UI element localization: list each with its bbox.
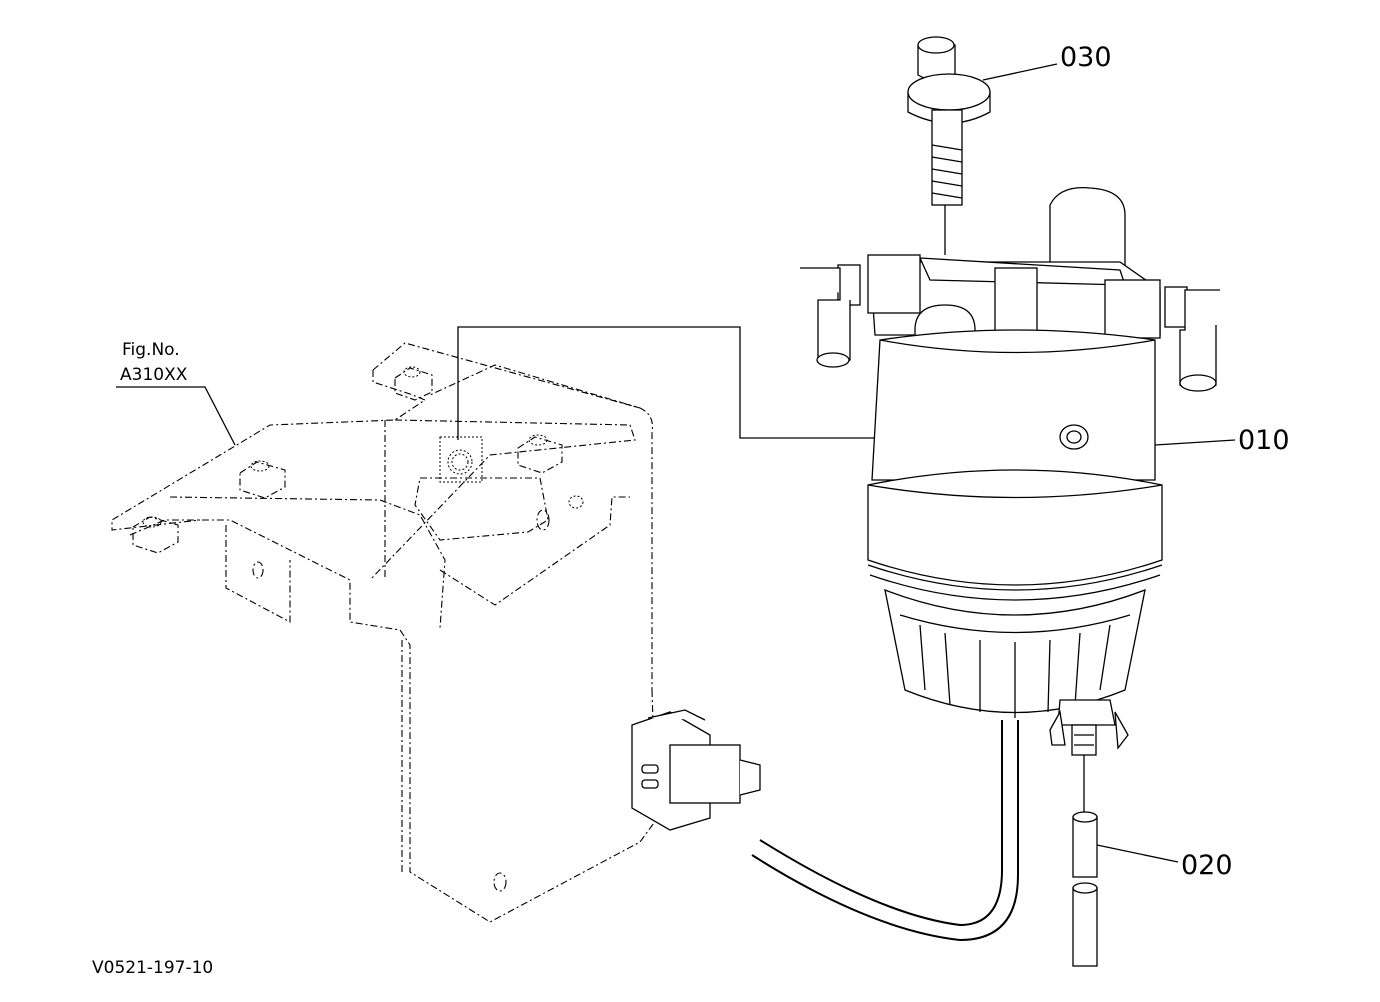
- callout-010: 010: [1154, 425, 1290, 456]
- weld-nut: [517, 434, 563, 474]
- wire-connector: [631, 709, 761, 831]
- callout-label-020: 020: [1181, 850, 1233, 881]
- drawing-code: V0521-197-10: [92, 958, 213, 978]
- weld-nut: [132, 516, 179, 554]
- threaded-hole: [439, 436, 483, 483]
- callout-030: 030: [982, 42, 1112, 81]
- fig-number: A310XX: [120, 365, 188, 385]
- part-030-bolt: [907, 36, 991, 255]
- weld-nut: [239, 460, 286, 499]
- callout-020: 020: [1096, 844, 1233, 881]
- callout-label-030: 030: [1060, 42, 1112, 73]
- callout-label-010: 010: [1238, 425, 1290, 456]
- mounting-bracket: [111, 342, 657, 923]
- left-fitting: [800, 254, 921, 368]
- part-010-fuel-filter: [751, 186, 1220, 942]
- fig-label: Fig.No.: [122, 340, 180, 360]
- part-020-hose: [1072, 811, 1098, 967]
- weld-nut: [394, 366, 433, 401]
- fig-reference: Fig.No. A310XX: [116, 340, 236, 446]
